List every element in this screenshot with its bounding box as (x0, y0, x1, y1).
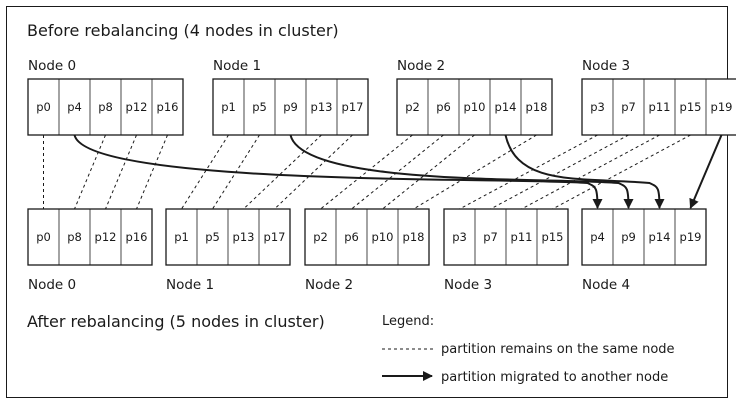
partition-label: p12 (95, 230, 117, 244)
migrate-arrow-p19 (689, 134, 723, 209)
before-node-label: Node 1 (213, 58, 261, 74)
after-node-label: Node 3 (444, 277, 492, 293)
migrate-arrow-p14 (504, 134, 665, 209)
diagram-frame (6, 6, 728, 398)
before-title: Before rebalancing (4 nodes in cluster) (27, 21, 339, 40)
partition-label: p14 (649, 230, 671, 244)
partition-label: p9 (283, 100, 298, 114)
before-node-label: Node 0 (28, 58, 76, 74)
partition-label: p15 (542, 230, 564, 244)
partition-label: p17 (264, 230, 286, 244)
partition-label: p19 (680, 230, 702, 244)
partition-label: p10 (464, 100, 486, 114)
partition-label: p8 (67, 230, 82, 244)
partition-label: p13 (233, 230, 255, 244)
partition-label: p17 (342, 100, 364, 114)
legend-title: Legend: (382, 314, 434, 329)
partition-label: p15 (680, 100, 702, 114)
before-node-0: p0 p4 p8 p12 p16 Node 0 (27, 58, 184, 136)
remain-link-p12 (105, 134, 137, 210)
partition-label: p4 (590, 230, 605, 244)
partition-label: p6 (436, 100, 451, 114)
remain-link-p1 (181, 134, 229, 210)
partition-label: p1 (174, 230, 189, 244)
before-node-label: Node 2 (397, 58, 445, 74)
remain-link-p8 (74, 134, 106, 210)
partition-label: p9 (621, 230, 636, 244)
partition-label: p3 (590, 100, 605, 114)
partition-label: p12 (126, 100, 148, 114)
partition-label: p14 (495, 100, 517, 114)
remain-link-p13 (243, 134, 322, 210)
legend-dashed-label: partition remains on the same node (441, 342, 675, 357)
remain-link-p18 (413, 134, 537, 210)
before-node-1: p1 p5 p9 p13 p17 Node 1 (212, 58, 369, 136)
remain-link-p10 (382, 134, 475, 210)
before-node-2: p2 p6 p10 p14 p18 Node 2 (396, 58, 553, 136)
partition-label: p18 (403, 230, 425, 244)
legend: Legend: partition remains on the same no… (382, 314, 675, 385)
partition-label: p10 (372, 230, 394, 244)
remain-link-p2 (320, 134, 413, 210)
after-node-label: Node 1 (166, 277, 214, 293)
partition-label: p3 (452, 230, 467, 244)
after-node-label: Node 2 (305, 277, 353, 293)
partition-label: p5 (205, 230, 220, 244)
partition-label: p7 (621, 100, 636, 114)
partition-label: p5 (252, 100, 267, 114)
partition-label: p19 (711, 100, 733, 114)
partition-label: p7 (483, 230, 498, 244)
remain-link-p7 (490, 134, 629, 210)
partition-label: p11 (511, 230, 533, 244)
after-node-label: Node 0 (28, 277, 76, 293)
partition-links (43, 134, 723, 210)
remain-link-p11 (521, 134, 660, 210)
partition-label: p8 (98, 100, 113, 114)
remain-link-p16 (136, 134, 168, 210)
partition-label: p6 (344, 230, 359, 244)
before-nodes: p0 p4 p8 p12 p16 Node 0 p1 p5 p9 p13 p17 Node 1 p2 p6… (27, 58, 736, 136)
remain-link-p5 (212, 134, 260, 210)
after-node-label: Node 4 (582, 277, 630, 293)
remain-link-p6 (351, 134, 444, 210)
legend-arrow-label: partition migrated to another node (441, 370, 668, 385)
migrate-arrow-p9 (289, 134, 634, 209)
remain-link-p17 (274, 134, 353, 210)
partition-label: p18 (526, 100, 548, 114)
partition-label: p16 (126, 230, 148, 244)
partition-label: p1 (221, 100, 236, 114)
partition-label: p0 (36, 100, 51, 114)
before-node-3: p3 p7 p11 p15 p19 Node 3 (581, 58, 736, 136)
partition-label: p11 (649, 100, 671, 114)
node-box (396, 78, 553, 136)
partition-label: p16 (157, 100, 179, 114)
partition-label: p2 (313, 230, 328, 244)
remain-link-p15 (552, 134, 691, 210)
after-title: After rebalancing (5 nodes in cluster) (27, 312, 325, 331)
partition-label: p2 (405, 100, 420, 114)
before-node-label: Node 3 (582, 58, 630, 74)
partition-label: p13 (311, 100, 333, 114)
partition-label: p4 (67, 100, 82, 114)
remain-link-p3 (459, 134, 598, 210)
partition-label: p0 (36, 230, 51, 244)
